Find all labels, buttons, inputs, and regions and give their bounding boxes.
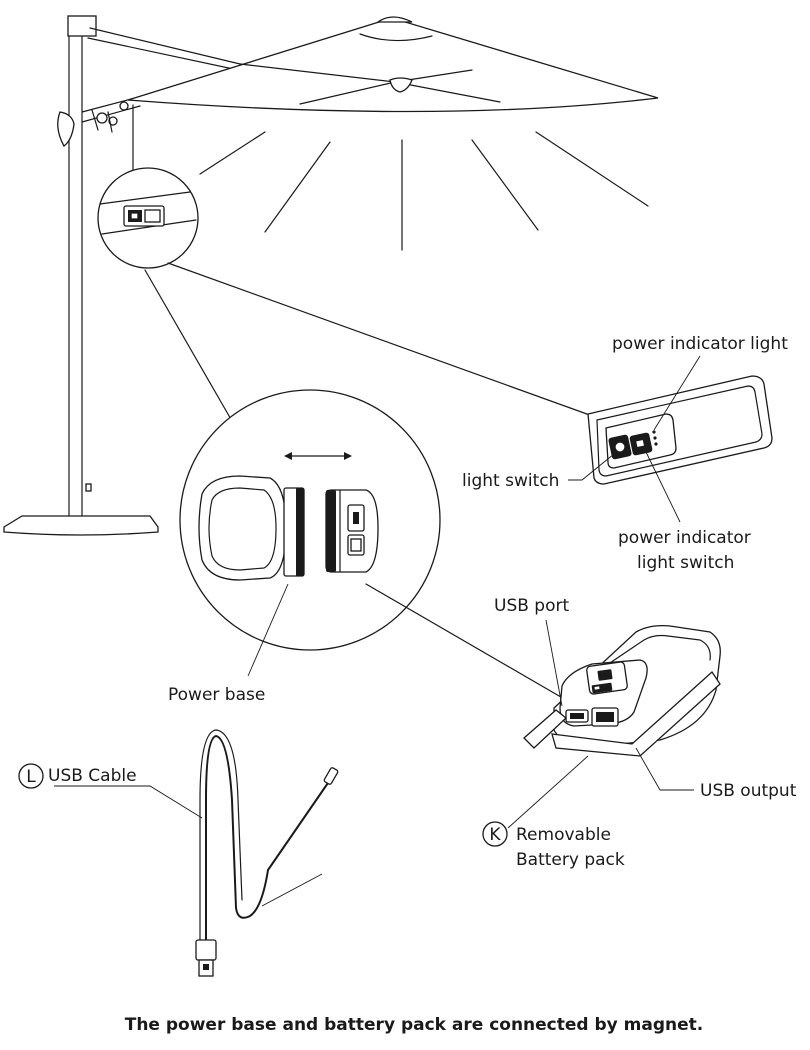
- label-battery-letter: K: [489, 825, 501, 845]
- label-power-base: Power base: [168, 685, 265, 705]
- label-power-indicator-switch-line2: light switch: [637, 553, 734, 573]
- usb-plug-inserted: [523, 709, 567, 749]
- umbrella-base: [3, 515, 159, 536]
- cable-letter-badge: [18, 763, 44, 789]
- caption: The power base and battery pack are conn…: [125, 1015, 704, 1035]
- crank-handle: [57, 111, 75, 147]
- label-usb-cable: USB Cable: [48, 766, 137, 786]
- label-power-indicator-light: power indicator light: [612, 334, 788, 354]
- label-battery-line1: Removable: [516, 825, 611, 845]
- label-usb-output: USB output: [700, 781, 797, 801]
- usb-cable-illustration: [54, 729, 339, 977]
- switch-panel-detail: [568, 355, 773, 523]
- umbrella-illustration: [3, 15, 659, 536]
- label-usb-port: USB port: [494, 596, 569, 616]
- battery-letter-badge: [482, 821, 508, 847]
- label-battery-line2: Battery pack: [516, 850, 625, 870]
- battery-pack-illustration: [507, 619, 721, 829]
- indicator-dot: [652, 430, 656, 434]
- canopy: [127, 17, 659, 113]
- label-power-indicator-switch-line1: power indicator: [618, 528, 751, 548]
- pole-top-cap: [67, 15, 97, 37]
- canopy-top: [375, 16, 413, 23]
- label-light-switch: light switch: [462, 471, 559, 491]
- power-base-magnifier: [179, 389, 567, 701]
- label-usb-cable-letter: L: [26, 767, 36, 787]
- switch-detail-magnifier: [97, 167, 599, 429]
